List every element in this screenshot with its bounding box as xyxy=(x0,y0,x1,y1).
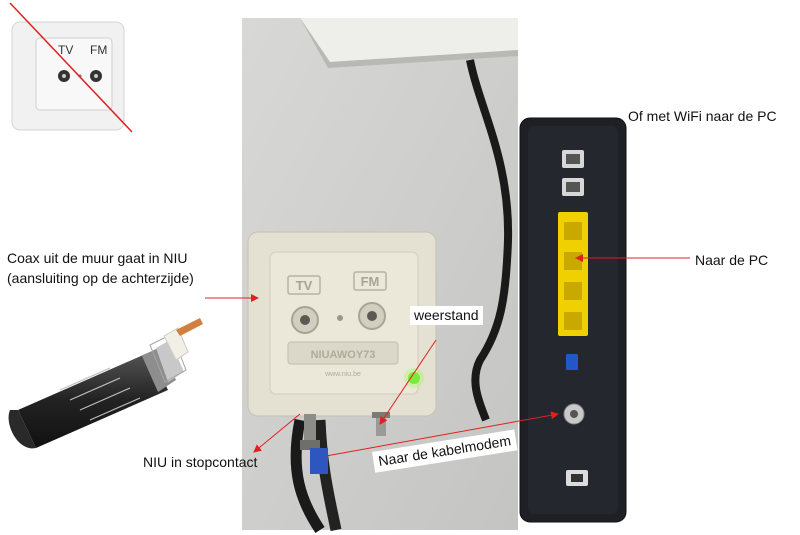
old-socket-fm-label: FM xyxy=(90,43,107,57)
old-tv-fm-socket: TV FM xyxy=(12,22,124,130)
cable-modem-photo xyxy=(520,118,626,522)
coax-sublabel: (aansluiting op de achterzijde) xyxy=(7,270,194,287)
niu-socket-label: NIU in stopcontact xyxy=(143,454,257,471)
resistor-label: weerstand xyxy=(410,306,483,325)
niu-brand: NIUAWOY73 xyxy=(311,349,376,361)
niu-fm-label: FM xyxy=(361,274,380,289)
modem-usb-port xyxy=(566,354,578,370)
niu-tv-label: TV xyxy=(296,278,313,293)
coax-label: Coax uit de muur gaat in NIU xyxy=(7,250,188,267)
coax-cable-illustration xyxy=(9,318,203,448)
niu-website: www.niu.be xyxy=(324,371,361,378)
pc-label: Naar de PC xyxy=(695,252,768,269)
wifi-label: Of met WiFi naar de PC xyxy=(628,108,777,125)
old-socket-tv-label: TV xyxy=(58,43,73,57)
